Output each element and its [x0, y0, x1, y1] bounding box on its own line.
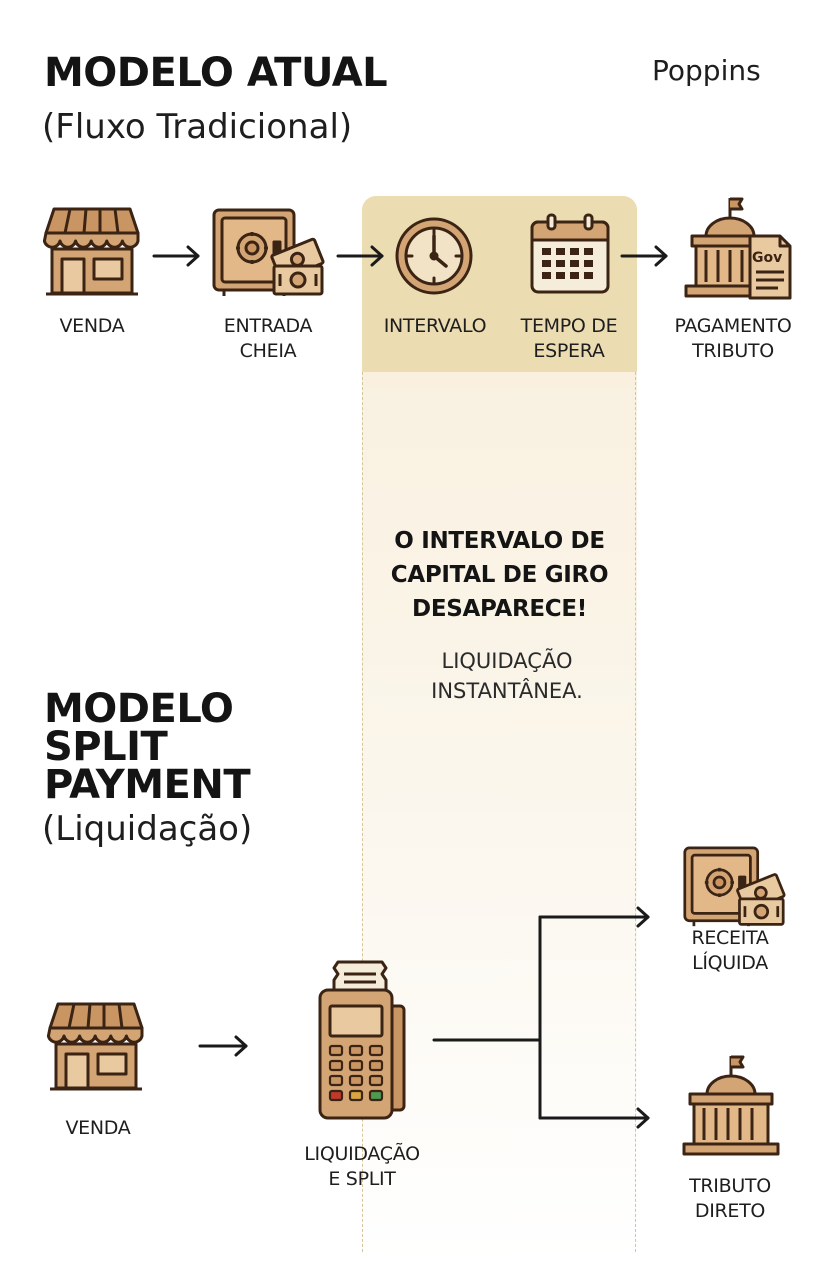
safe-with-cash-icon [683, 846, 786, 927]
arrow-right-icon [620, 245, 668, 267]
arrow-right-icon [152, 245, 200, 267]
band-right-dashed-line [635, 372, 636, 1252]
government-building-icon [682, 1055, 780, 1156]
callout-title: O INTERVALO DE CAPITAL DE GIRO DESAPAREC… [390, 528, 609, 622]
arrow-right-icon [198, 1035, 248, 1057]
payment-terminal-icon [318, 960, 406, 1120]
storefront-icon [46, 1002, 144, 1091]
section-subtitle-split-payment: (Liquidação) [42, 809, 253, 849]
split-label-venda: VENDA [65, 1117, 131, 1139]
gov-badge-label: Gov [752, 250, 783, 266]
callout-subtitle: LIQUIDAÇÃO INSTANTÂNEA. [431, 649, 583, 703]
split-label-liquidacao-e-split: LIQUIDAÇÃO E SPLIT [304, 1143, 420, 1190]
highlight-band [362, 196, 637, 1261]
safe-with-cash-icon [212, 208, 325, 296]
step-label-pagamento-tributo: PAGAMENTO TRIBUTO [674, 315, 792, 362]
clock-icon [395, 217, 473, 295]
split-label-tributo-direto: TRIBUTO DIRETO [689, 1175, 771, 1222]
step-label-venda: VENDA [59, 315, 125, 337]
section-title-split-payment: MODELO SPLIT PAYMENT [44, 686, 251, 808]
storefront-icon [42, 207, 140, 296]
split-label-receita-liquida: RECEITA LÍQUIDA [691, 927, 769, 974]
government-building-document-icon: Gov [682, 196, 792, 300]
step-label-tempo-de-espera: TEMPO DE ESPERA [520, 315, 618, 362]
band-left-dashed-line [362, 372, 363, 1252]
page-title-current-model: MODELO ATUAL [44, 50, 388, 96]
step-label-intervalo: INTERVALO [383, 315, 487, 337]
page-subtitle-current-model: (Fluxo Tradicional) [42, 107, 353, 147]
calendar-icon [530, 213, 610, 294]
step-label-entrada-cheia: ENTRADA CHEIA [223, 315, 313, 362]
split-branch-connector [432, 906, 650, 1129]
arrow-right-icon [336, 245, 384, 267]
brand-label: Poppins [652, 54, 761, 87]
